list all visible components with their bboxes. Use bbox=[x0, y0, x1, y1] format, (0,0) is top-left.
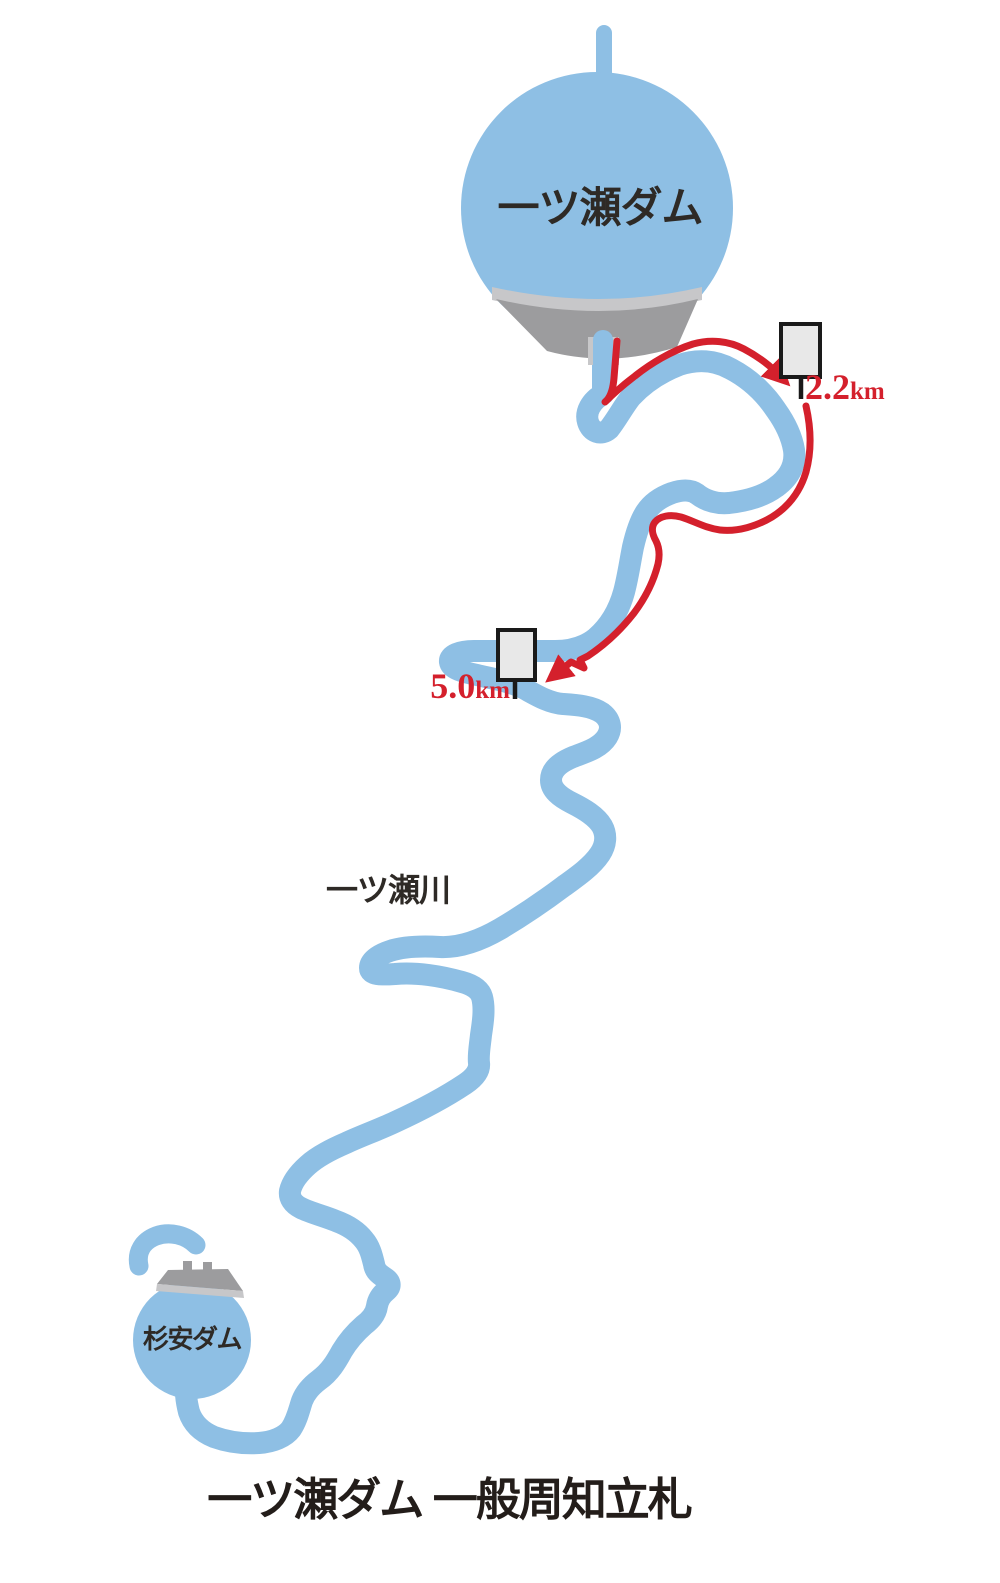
sugiyasu-dam-label: 杉安ダム bbox=[143, 1324, 242, 1354]
river-path bbox=[175, 321, 806, 1455]
hitotsuse-dam-crest bbox=[492, 287, 702, 312]
signboard-5.0km-icon bbox=[496, 628, 537, 682]
sugiyasu-dam-wall bbox=[157, 1269, 243, 1291]
distance-unit: km bbox=[850, 378, 885, 405]
map-title: 一ツ瀬ダム 一般周知立札 bbox=[207, 1474, 692, 1525]
hitotsuse-dam-wall bbox=[496, 299, 698, 359]
sugiyasu-downstream-hook bbox=[128, 1224, 206, 1276]
sugiyasu-dam-post bbox=[183, 1261, 192, 1272]
route-line-to-5.0km bbox=[545, 402, 814, 683]
sugiyasu-dam-post bbox=[203, 1262, 212, 1273]
distance-unit: km bbox=[475, 677, 510, 704]
sugiyasu-reservoir bbox=[133, 1281, 251, 1399]
route-line-to-2.2km bbox=[601, 337, 791, 406]
distance-label-5.0km: 5.0km bbox=[430, 666, 510, 706]
distance-value: 5.0 bbox=[430, 666, 475, 706]
distance-value: 2.2 bbox=[805, 367, 850, 407]
hitotsuse-reservoir bbox=[461, 72, 733, 344]
distance-label-2.2km: 2.2km bbox=[805, 367, 885, 407]
sugiyasu-dam-crest bbox=[156, 1284, 244, 1298]
river-label: 一ツ瀬川 bbox=[326, 872, 450, 908]
hitotsuse-dam-label: 一ツ瀬ダム bbox=[497, 184, 702, 231]
